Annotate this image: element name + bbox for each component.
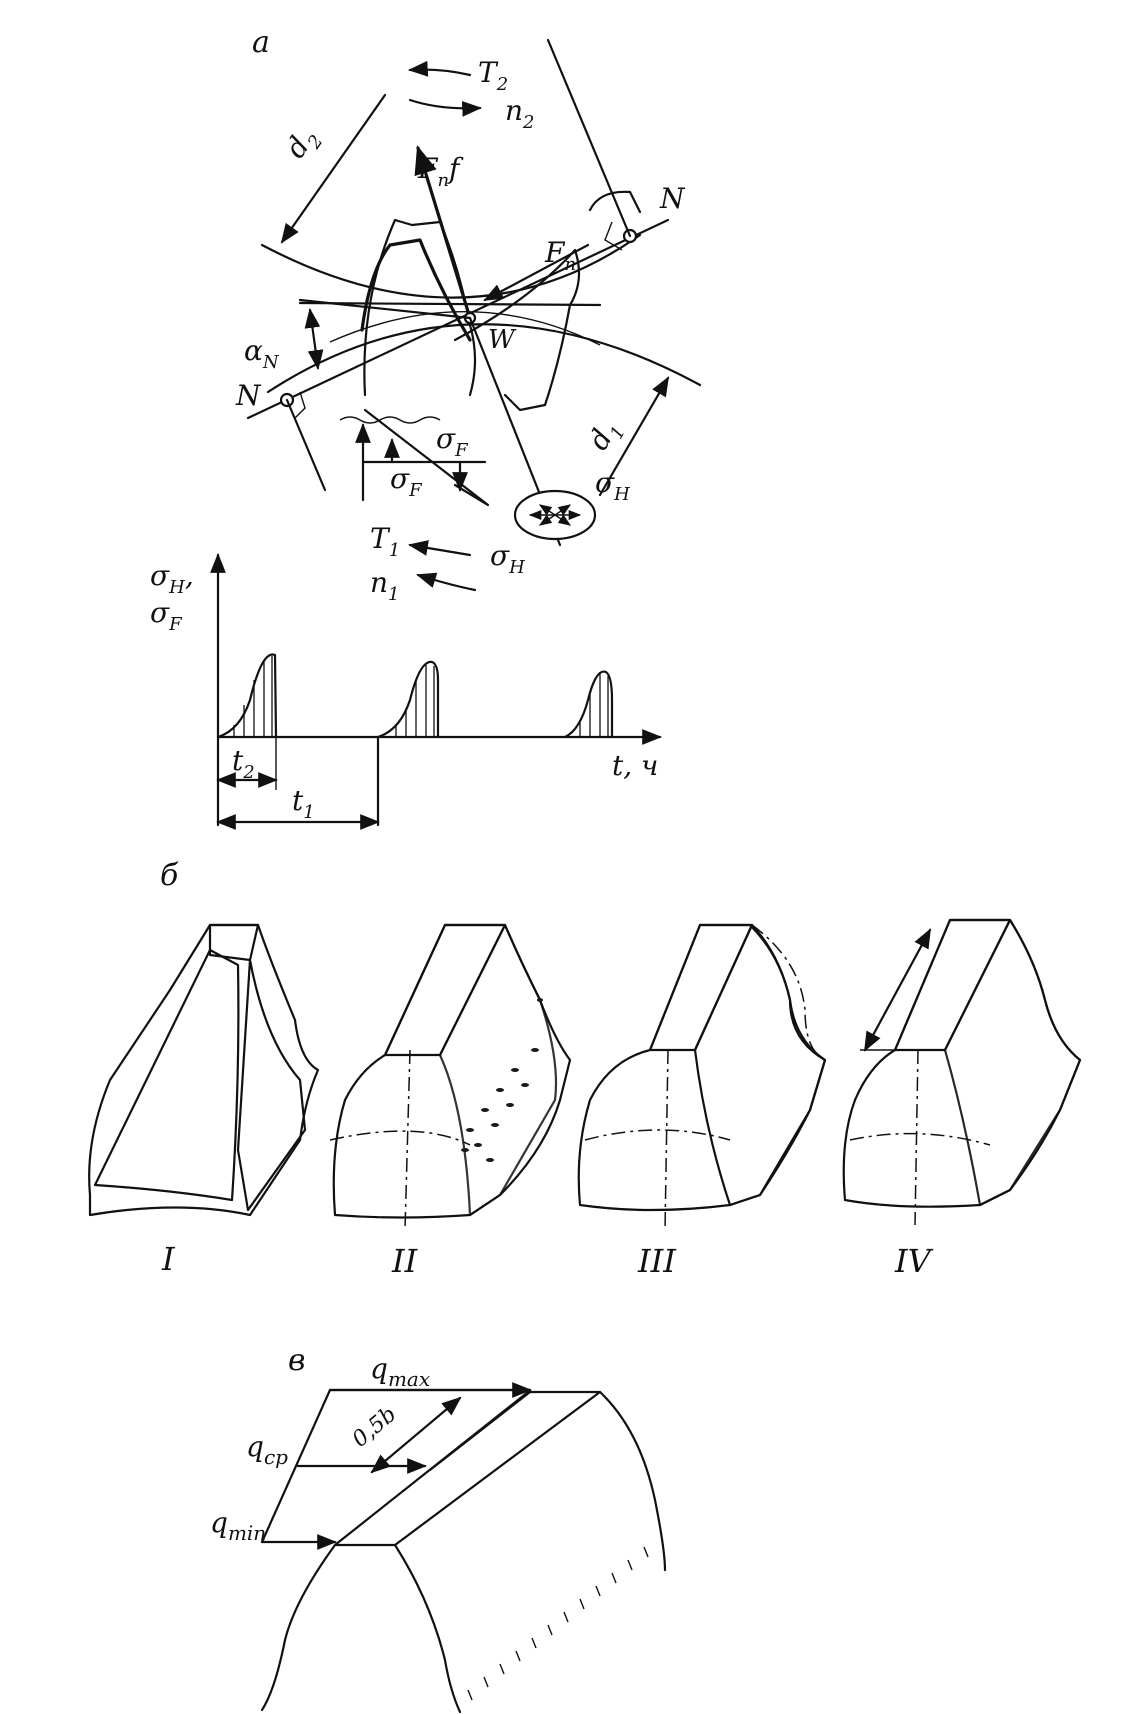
right-angle-upper	[604, 221, 623, 251]
alpha-dim-line	[304, 308, 324, 370]
tooth-4-scoring: IV	[842, 918, 1082, 1280]
gear2-tooth-inner	[360, 238, 472, 342]
label-sigma-h-b: σH	[490, 539, 525, 578]
label-d2: d2	[279, 121, 328, 167]
pulse-3-hatch	[579, 672, 609, 737]
caption-iii: III	[637, 1242, 677, 1280]
panel-a-meshing-diagram: a T2 n2 d2 N N Fnf Fn	[235, 25, 702, 605]
label-q-min: qmin	[210, 1506, 266, 1545]
normal-force-arrow	[483, 243, 590, 302]
tooth-front-flank	[393, 1543, 462, 1714]
pulse-2-hatch	[395, 664, 435, 737]
tooth-1-fracture: I	[88, 923, 320, 1278]
d1-dimension-line	[598, 376, 670, 497]
stress-pulse-3	[563, 670, 614, 739]
caption-ii: II	[391, 1242, 419, 1280]
label-sigma-f-a: σF	[436, 422, 469, 461]
gear1-tooth-outline	[453, 248, 581, 412]
d2-dimension-line	[280, 93, 387, 244]
label-fn: Fn	[544, 236, 576, 275]
contact-arrow-3	[538, 504, 572, 526]
caption-i: I	[161, 1240, 176, 1278]
torque-t1-arrow	[408, 540, 472, 557]
graph-y-label-1: σH,	[150, 559, 194, 598]
label-fnf: Fnf	[417, 152, 464, 191]
panel-b-failure-modes: б I II	[88, 858, 1082, 1280]
tooth-left-flank	[260, 1543, 337, 1712]
label-q-cp: qcp	[246, 1430, 288, 1469]
label-n1: n1	[370, 566, 400, 605]
panel-c-letter: в	[288, 1343, 305, 1378]
tooth-3-wear: III	[577, 923, 827, 1280]
line-of-action	[246, 218, 670, 420]
tooth-root-hatch	[467, 1546, 649, 1701]
speed-n2-arrow	[408, 98, 482, 117]
label-q-max: qmax	[370, 1352, 430, 1391]
bending-stress-triangle	[363, 408, 490, 507]
label-t2-time: t2	[232, 744, 255, 783]
label-n-top: N	[659, 182, 686, 215]
pitting-marks	[461, 998, 543, 1162]
panel-b-letter: б	[160, 858, 179, 893]
label-t1-time: t1	[292, 784, 315, 823]
torque-t2-arrow	[408, 60, 472, 77]
label-d1: d1	[581, 414, 629, 459]
stress-pulse-2	[376, 660, 440, 739]
friction-force-arrow	[414, 145, 472, 320]
scoring-marks	[964, 1046, 1035, 1139]
panel-c-load-distribution: в qmax qcp qmin 0,5b	[210, 1343, 667, 1714]
right-angle-lower	[294, 391, 306, 419]
tooth-2-pitting: II	[329, 923, 572, 1280]
tooth-base-wavy	[339, 416, 441, 424]
caption-iv: IV	[894, 1242, 934, 1280]
label-t2: T2	[478, 56, 508, 95]
radius-line-gear1	[285, 398, 327, 492]
label-half-width: 0,5b	[348, 1402, 402, 1453]
w-horizontal	[298, 301, 602, 307]
tooth-right-flank	[598, 1390, 667, 1572]
label-n2: n2	[505, 94, 535, 133]
pitch-circle-gear2	[260, 233, 642, 299]
tooth-mid-line	[428, 1390, 532, 1472]
graph-y-label-2: σF	[150, 596, 183, 635]
label-n-bottom: N	[235, 379, 262, 412]
label-w: W	[488, 325, 517, 355]
label-alpha: αN	[244, 334, 280, 373]
stress-time-graph: σH, σF t, ч t2 t1	[150, 553, 662, 830]
radius-line-gear2	[546, 38, 632, 238]
speed-n1-arrow	[416, 572, 477, 592]
pulse-1-hatch	[233, 656, 273, 737]
label-sigma-h-a: σH	[595, 466, 630, 505]
pitch-circle-gear1	[266, 323, 702, 394]
graph-x-label: t, ч	[612, 749, 658, 782]
label-t1: T1	[370, 522, 400, 561]
label-sigma-f-b: σF	[390, 462, 423, 501]
half-width-dimension	[370, 1396, 462, 1474]
panel-a-letter: a	[252, 25, 270, 60]
stress-pulse-1	[216, 653, 278, 739]
gear1-tooth-right	[588, 190, 642, 214]
